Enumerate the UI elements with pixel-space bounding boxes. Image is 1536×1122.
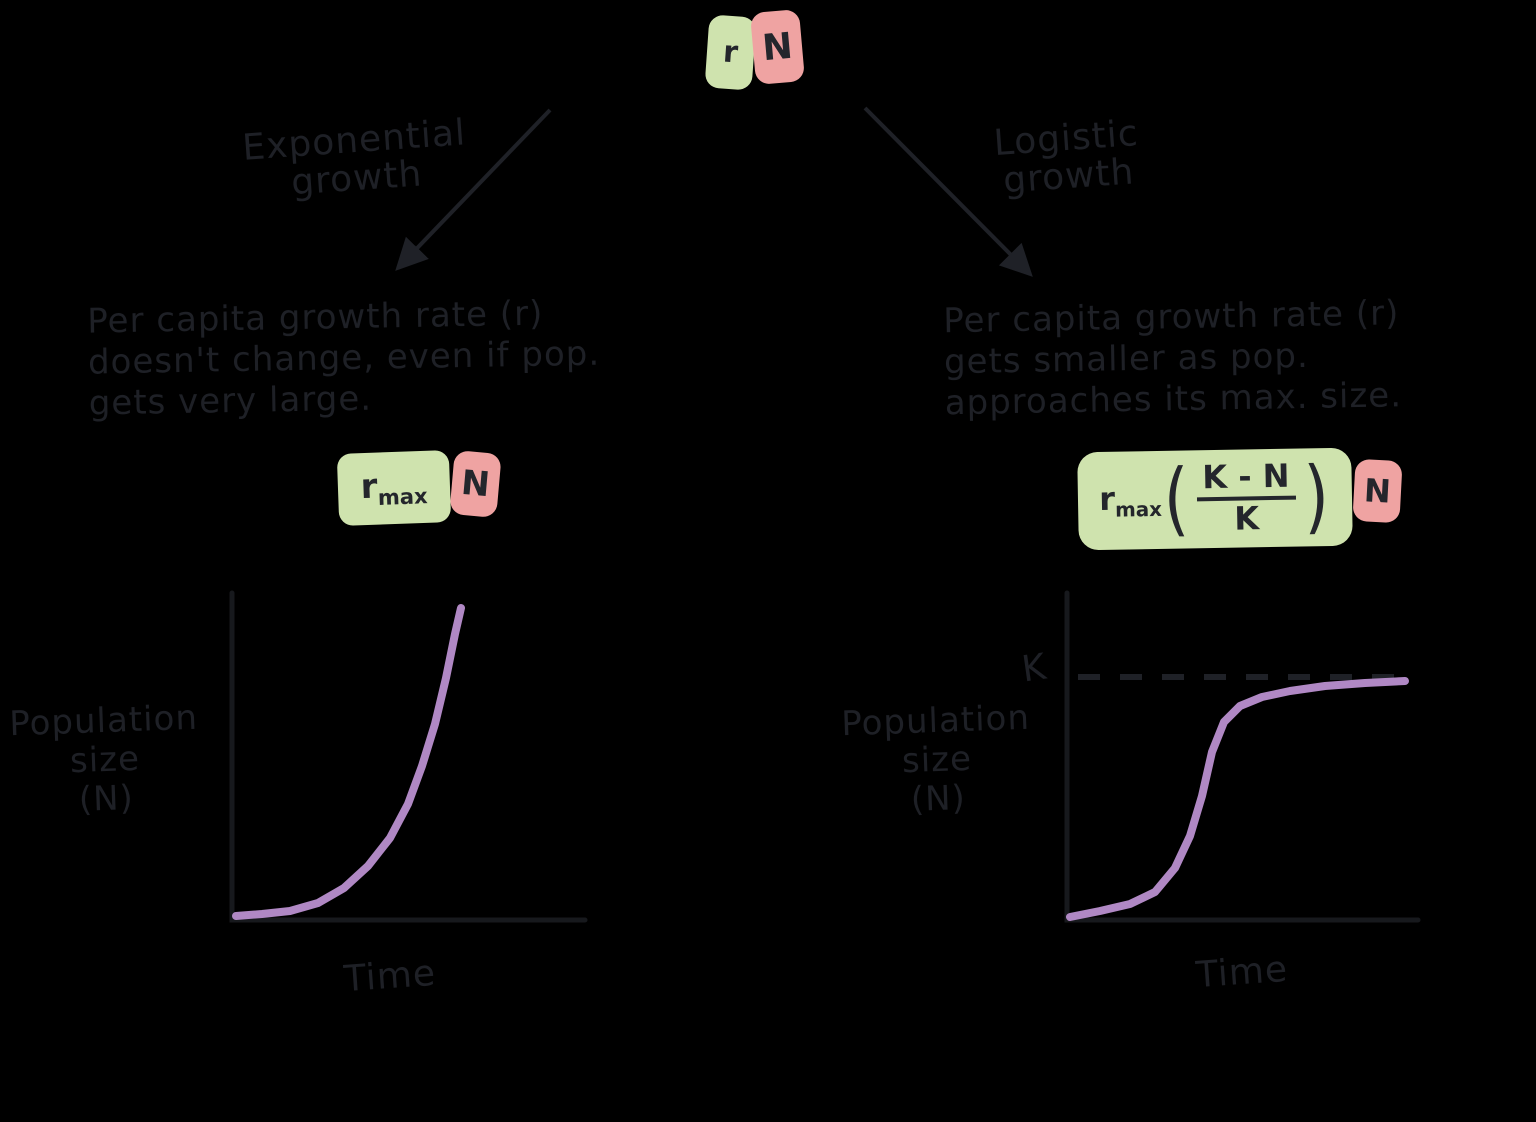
right-formula-r-sub: max: [1114, 497, 1163, 522]
left-graph-axes: [229, 590, 588, 923]
fraction-denominator: K: [1233, 499, 1260, 538]
fraction-numerator: K - N: [1196, 457, 1296, 502]
right-ylabel-line3: (N): [910, 778, 967, 820]
left-graph-x-axis-label: Time: [342, 952, 438, 1001]
left-graph-y-axis-label: Population size (N): [4, 697, 206, 823]
right-ylabel-line1: Population: [840, 697, 1031, 745]
equation-n-box: N: [749, 9, 806, 85]
left-ylabel-line1: Population: [8, 697, 199, 745]
right-formula-fraction: K - N K: [1196, 457, 1296, 538]
equation-n-label: N: [760, 25, 795, 69]
left-formula-r: rmax: [359, 466, 429, 511]
left-formula-n-label: N: [459, 462, 492, 506]
exponential-growth-curve: [232, 604, 465, 920]
right-formula-n-box: N: [1352, 458, 1403, 524]
left-branch-arrow: [395, 108, 552, 271]
logistic-growth-curve: [1066, 677, 1409, 921]
right-formula-green-box: rmax ( K - N K ): [1077, 447, 1353, 551]
right-branch-description: Per capita growth rate (r) gets smaller …: [943, 291, 1536, 424]
equation-r-label: r: [721, 34, 740, 71]
left-formula-green-box: rmax: [336, 450, 452, 526]
carrying-capacity-label: K: [1019, 646, 1050, 691]
right-formula-n-label: N: [1363, 471, 1392, 511]
right-branch-arrow: [863, 106, 1033, 277]
left-formula-n-box: N: [449, 450, 502, 518]
left-branch-description: Per capita growth rate (r) doesn't chang…: [87, 290, 729, 424]
left-ylabel-line3: (N): [78, 778, 135, 820]
open-paren: (: [1162, 453, 1190, 547]
close-paren: ): [1303, 450, 1330, 544]
right-formula-r: rmax: [1098, 479, 1163, 522]
right-graph-x-axis-label: Time: [1194, 948, 1290, 997]
equation-r-box: r: [704, 14, 757, 91]
right-branch-title: Logistic growth: [953, 112, 1183, 204]
right-graph-axes: [1064, 590, 1421, 923]
right-graph-y-axis-label: Population size (N): [836, 697, 1038, 823]
left-formula-r-sub: max: [377, 483, 429, 511]
